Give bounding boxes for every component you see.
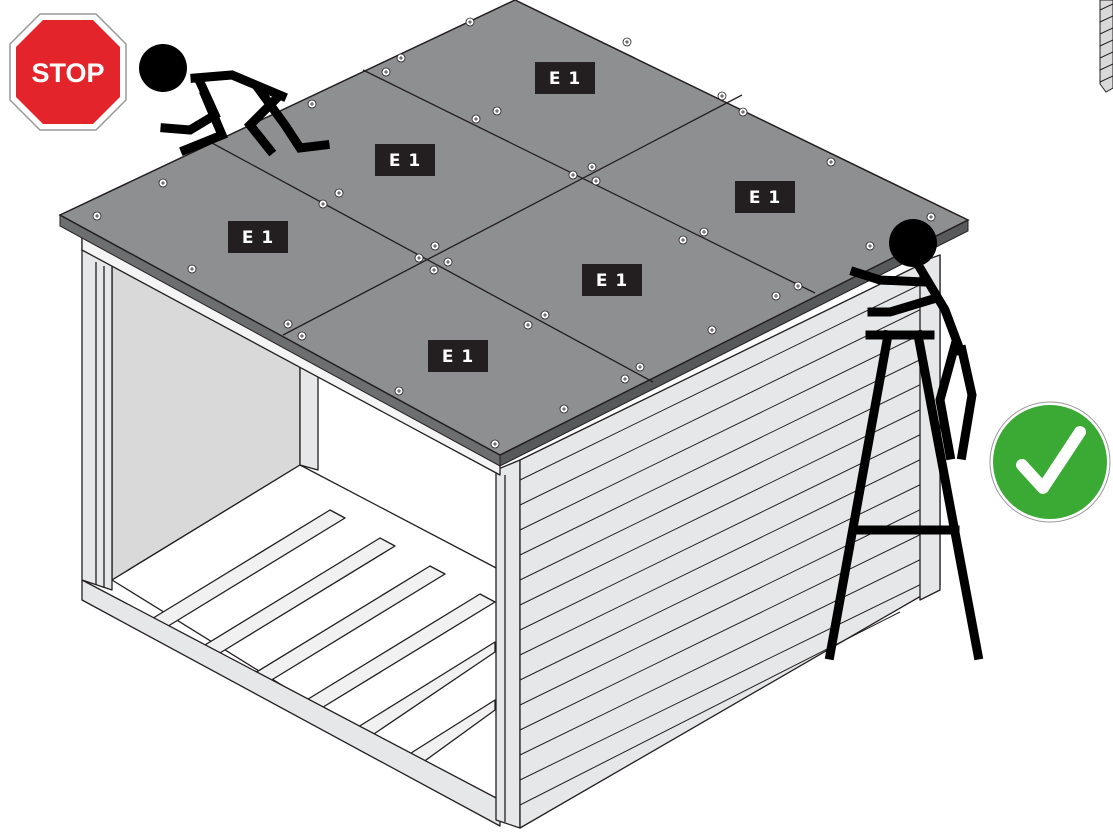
front-corner-post <box>496 460 520 828</box>
stop-sign-icon: STOP <box>10 14 126 130</box>
panel-label-e1: E 1 <box>428 340 488 372</box>
panel-label-text: E 1 <box>242 228 274 248</box>
left-front-post <box>82 238 112 590</box>
panel-label-e1: E 1 <box>535 62 595 94</box>
panel-label-e1: E 1 <box>582 264 642 296</box>
panel-label-text: E 1 <box>749 188 781 208</box>
person-on-ladder-leg-back <box>940 345 955 455</box>
stop-sign-text: STOP <box>31 58 104 88</box>
person-on-ladder-head <box>889 219 937 267</box>
green-checkmark-icon <box>990 402 1110 522</box>
panel-label-text: E 1 <box>442 347 474 367</box>
panel-label-text: E 1 <box>389 151 421 171</box>
panel-label-e1: E 1 <box>228 221 288 253</box>
panel-label-e1: E 1 <box>735 181 795 213</box>
threaded-rod-icon <box>1100 0 1113 92</box>
panel-label-e1: E 1 <box>375 144 435 176</box>
person-on-roof-head <box>139 44 187 92</box>
panel-label-text: E 1 <box>596 271 628 291</box>
panel-label-text: E 1 <box>549 69 581 89</box>
person-on-ladder-leg-front <box>962 350 972 455</box>
